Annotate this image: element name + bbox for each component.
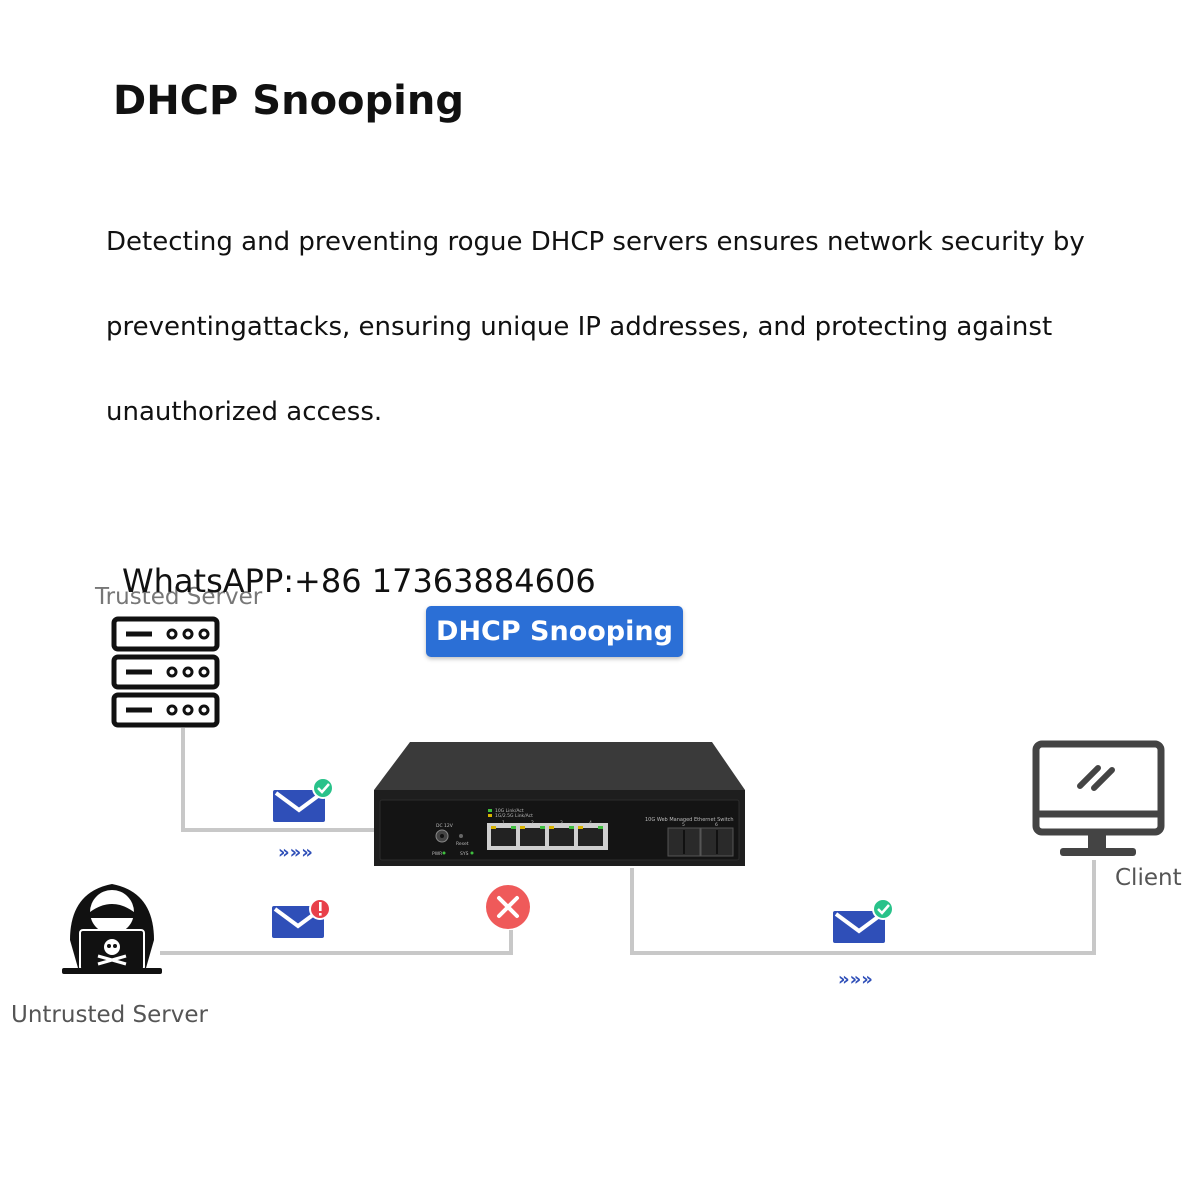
contact-text: WhatsAPP:+86 17363884606 [122, 562, 596, 600]
switch-legend-bottom: 1G/2.5G Link/Act [495, 813, 533, 819]
switch-power-label: DC 12V [436, 823, 454, 829]
port-number: 1 [502, 820, 505, 826]
switch-model: 10G Web Managed Ethernet Switch [645, 817, 734, 823]
flow-arrows: »»» [278, 842, 313, 863]
switch-legend-top: 10G Link/Act [495, 808, 524, 814]
port-number: 3 [560, 820, 563, 826]
alert-icon [309, 898, 331, 920]
server-icon [111, 616, 220, 728]
trusted-link-line [181, 728, 374, 832]
untrusted-server-label: Untrusted Server [11, 1002, 208, 1028]
trusted-server-label: Trusted Server [95, 584, 263, 610]
dhcp-snooping-badge: DHCP Snooping [426, 606, 683, 657]
port-number: 2 [531, 820, 534, 826]
switch-reset-label: Reset [456, 841, 469, 847]
client-label: Client [1115, 865, 1182, 891]
check-icon [872, 898, 894, 920]
envelope-icon [833, 911, 885, 943]
description-line-3: unauthorized access. [106, 397, 383, 427]
port-number: 4 [589, 820, 592, 826]
ethernet-switch: 10G Link/Act 1G/2.5G Link/Act 10G Web Ma… [374, 742, 745, 866]
monitor-icon [1032, 740, 1165, 856]
untrusted-link-line [160, 930, 513, 955]
sfp-port-number: 5 [682, 822, 685, 828]
check-icon [312, 777, 334, 799]
switch-pwr-label: PWR [432, 851, 442, 857]
flow-arrows: »»» [838, 969, 873, 990]
envelope-icon [273, 790, 325, 822]
sfp-port-number: 6 [715, 822, 718, 828]
description-line-2: preventingattacks, ensuring unique IP ad… [106, 312, 1053, 342]
hacker-icon [62, 884, 162, 974]
page-title: DHCP Snooping [113, 78, 464, 124]
blocked-icon [486, 885, 530, 929]
client-link-line [630, 860, 1096, 955]
switch-sys-label: SYS [460, 851, 469, 857]
description-line-1: Detecting and preventing rogue DHCP serv… [106, 227, 1085, 257]
